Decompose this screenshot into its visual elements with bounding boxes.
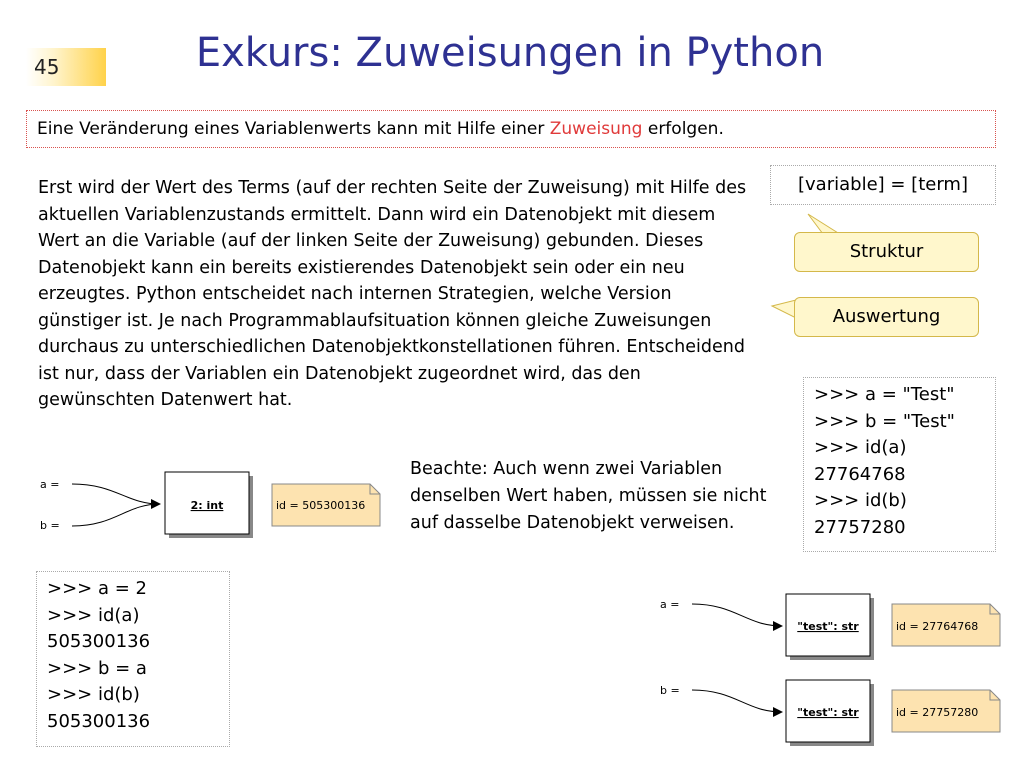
- page-title: Exkurs: Zuweisungen in Python: [195, 30, 825, 76]
- code-line: 505300136: [47, 631, 151, 652]
- body-paragraph: Erst wird der Wert des Terms (auf der re…: [38, 178, 747, 410]
- syntax-box: [variable] = [term]: [770, 165, 996, 205]
- code-line: 27757280: [814, 516, 906, 538]
- code-line: >>> id(a): [814, 437, 907, 458]
- id-note-a-text: id = 27764768: [896, 620, 978, 633]
- object-box: [164, 471, 250, 535]
- code-line: >>> a = 2: [47, 578, 147, 599]
- arrow-b: [71, 503, 161, 527]
- note-paragraph: Beachte: Auch wenn zwei Variablen densel…: [410, 459, 767, 533]
- code-line: >>> id(b): [47, 684, 140, 705]
- code-line: >>> id(a): [47, 604, 140, 626]
- diagram-var-a: a =: [660, 598, 679, 611]
- intro-text-before: Eine Veränderung eines Variablenwerts ka…: [37, 119, 550, 139]
- object-a-box: [785, 593, 871, 657]
- intro-highlight: Zuweisung: [549, 119, 643, 139]
- diagram-separate-objects: a = b = "test": str "test": str id = 277…: [660, 593, 1001, 746]
- object-b-label: "test": str: [797, 706, 859, 719]
- id-note-b-text: id = 27757280: [896, 706, 978, 719]
- id-note-shape: [271, 483, 381, 527]
- code-line: 27764768: [814, 463, 906, 485]
- code-line: >>> id(b): [814, 490, 907, 511]
- arrow-a: [71, 483, 161, 509]
- callout-struktur: Struktur: [794, 232, 979, 272]
- intro-text-after: erfolgen.: [642, 119, 724, 139]
- diagram-var-b: b =: [660, 684, 680, 697]
- code-line: >>> a = "Test": [814, 384, 955, 405]
- id-note-b-shape: [891, 689, 1001, 733]
- diagram-var-b: b =: [40, 519, 60, 532]
- slide-number: 45: [26, 48, 106, 86]
- code-line: 505300136: [47, 710, 151, 732]
- intro-box: Eine Veränderung eines Variablenwerts ka…: [26, 110, 996, 148]
- object-b-box: [785, 679, 871, 743]
- id-note-a-shape: [891, 603, 1001, 647]
- callout-auswertung: Auswertung: [794, 297, 979, 337]
- arrow-a: [691, 603, 783, 631]
- code-example-strings: >>> a = "Test" >>> b = "Test" >>> id(a) …: [803, 377, 996, 552]
- code-example-int: >>> a = 2 >>> id(a) 505300136 >>> b = a …: [36, 571, 230, 747]
- object-label: 2: int: [191, 499, 224, 512]
- diagram-var-a: a =: [40, 478, 59, 491]
- arrow-b: [691, 689, 783, 717]
- object-a-label: "test": str: [797, 620, 859, 633]
- code-line: >>> b = "Test": [814, 410, 955, 432]
- id-note-text: id = 505300136: [276, 499, 365, 512]
- diagram-shared-object: a = b = 2: int id = 505300136: [40, 471, 381, 538]
- code-line: >>> b = a: [47, 657, 147, 679]
